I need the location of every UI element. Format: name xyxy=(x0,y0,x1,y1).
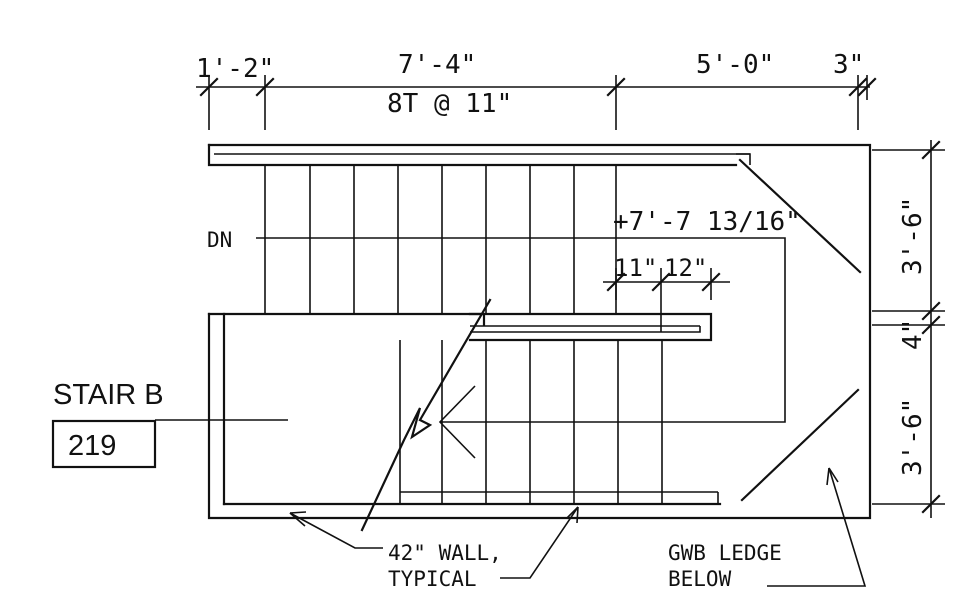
landing-elevation: +7'-7 13/16" xyxy=(613,207,801,237)
dimension-right-top: 3'-6" xyxy=(898,197,928,275)
dimension-5-0: 5'-0" xyxy=(696,50,774,80)
gwb-ledge-lower xyxy=(740,388,860,502)
wall-note-line1: 42" WALL, xyxy=(388,541,502,565)
room-number-box xyxy=(51,419,157,469)
ledge-note-line2: BELOW xyxy=(668,567,732,591)
right-dimension-string xyxy=(872,140,945,518)
break-line xyxy=(360,298,492,532)
dimension-7-4: 7'-4" xyxy=(398,50,476,80)
top-dimension-string xyxy=(196,75,877,130)
dn-label: DN xyxy=(207,228,232,252)
small-dimension-string xyxy=(603,268,730,332)
stair-walls xyxy=(207,143,872,520)
dimension-right-mid: 4" xyxy=(898,319,928,350)
dimension-right-bottom: 3'-6" xyxy=(898,398,928,476)
upper-flight-treads xyxy=(264,165,617,314)
dimension-tread-count: 8T @ 11" xyxy=(387,89,512,119)
walk-line xyxy=(256,237,786,459)
stair-name: STAIR B xyxy=(53,379,164,411)
ledge-note-leaders xyxy=(767,467,867,587)
wall-note-line2: TYPICAL xyxy=(388,567,477,591)
dimension-11in: 11" xyxy=(614,254,657,282)
dimension-1-2: 1'-2" xyxy=(196,54,274,84)
gwb-ledge-upper xyxy=(738,158,862,274)
ledge-note-line1: GWB LEDGE xyxy=(668,541,782,565)
dimension-12in: 12" xyxy=(664,254,707,282)
room-number: 219 xyxy=(68,430,116,462)
dimension-3in: 3" xyxy=(833,50,864,80)
wall-note-leaders xyxy=(289,506,579,579)
